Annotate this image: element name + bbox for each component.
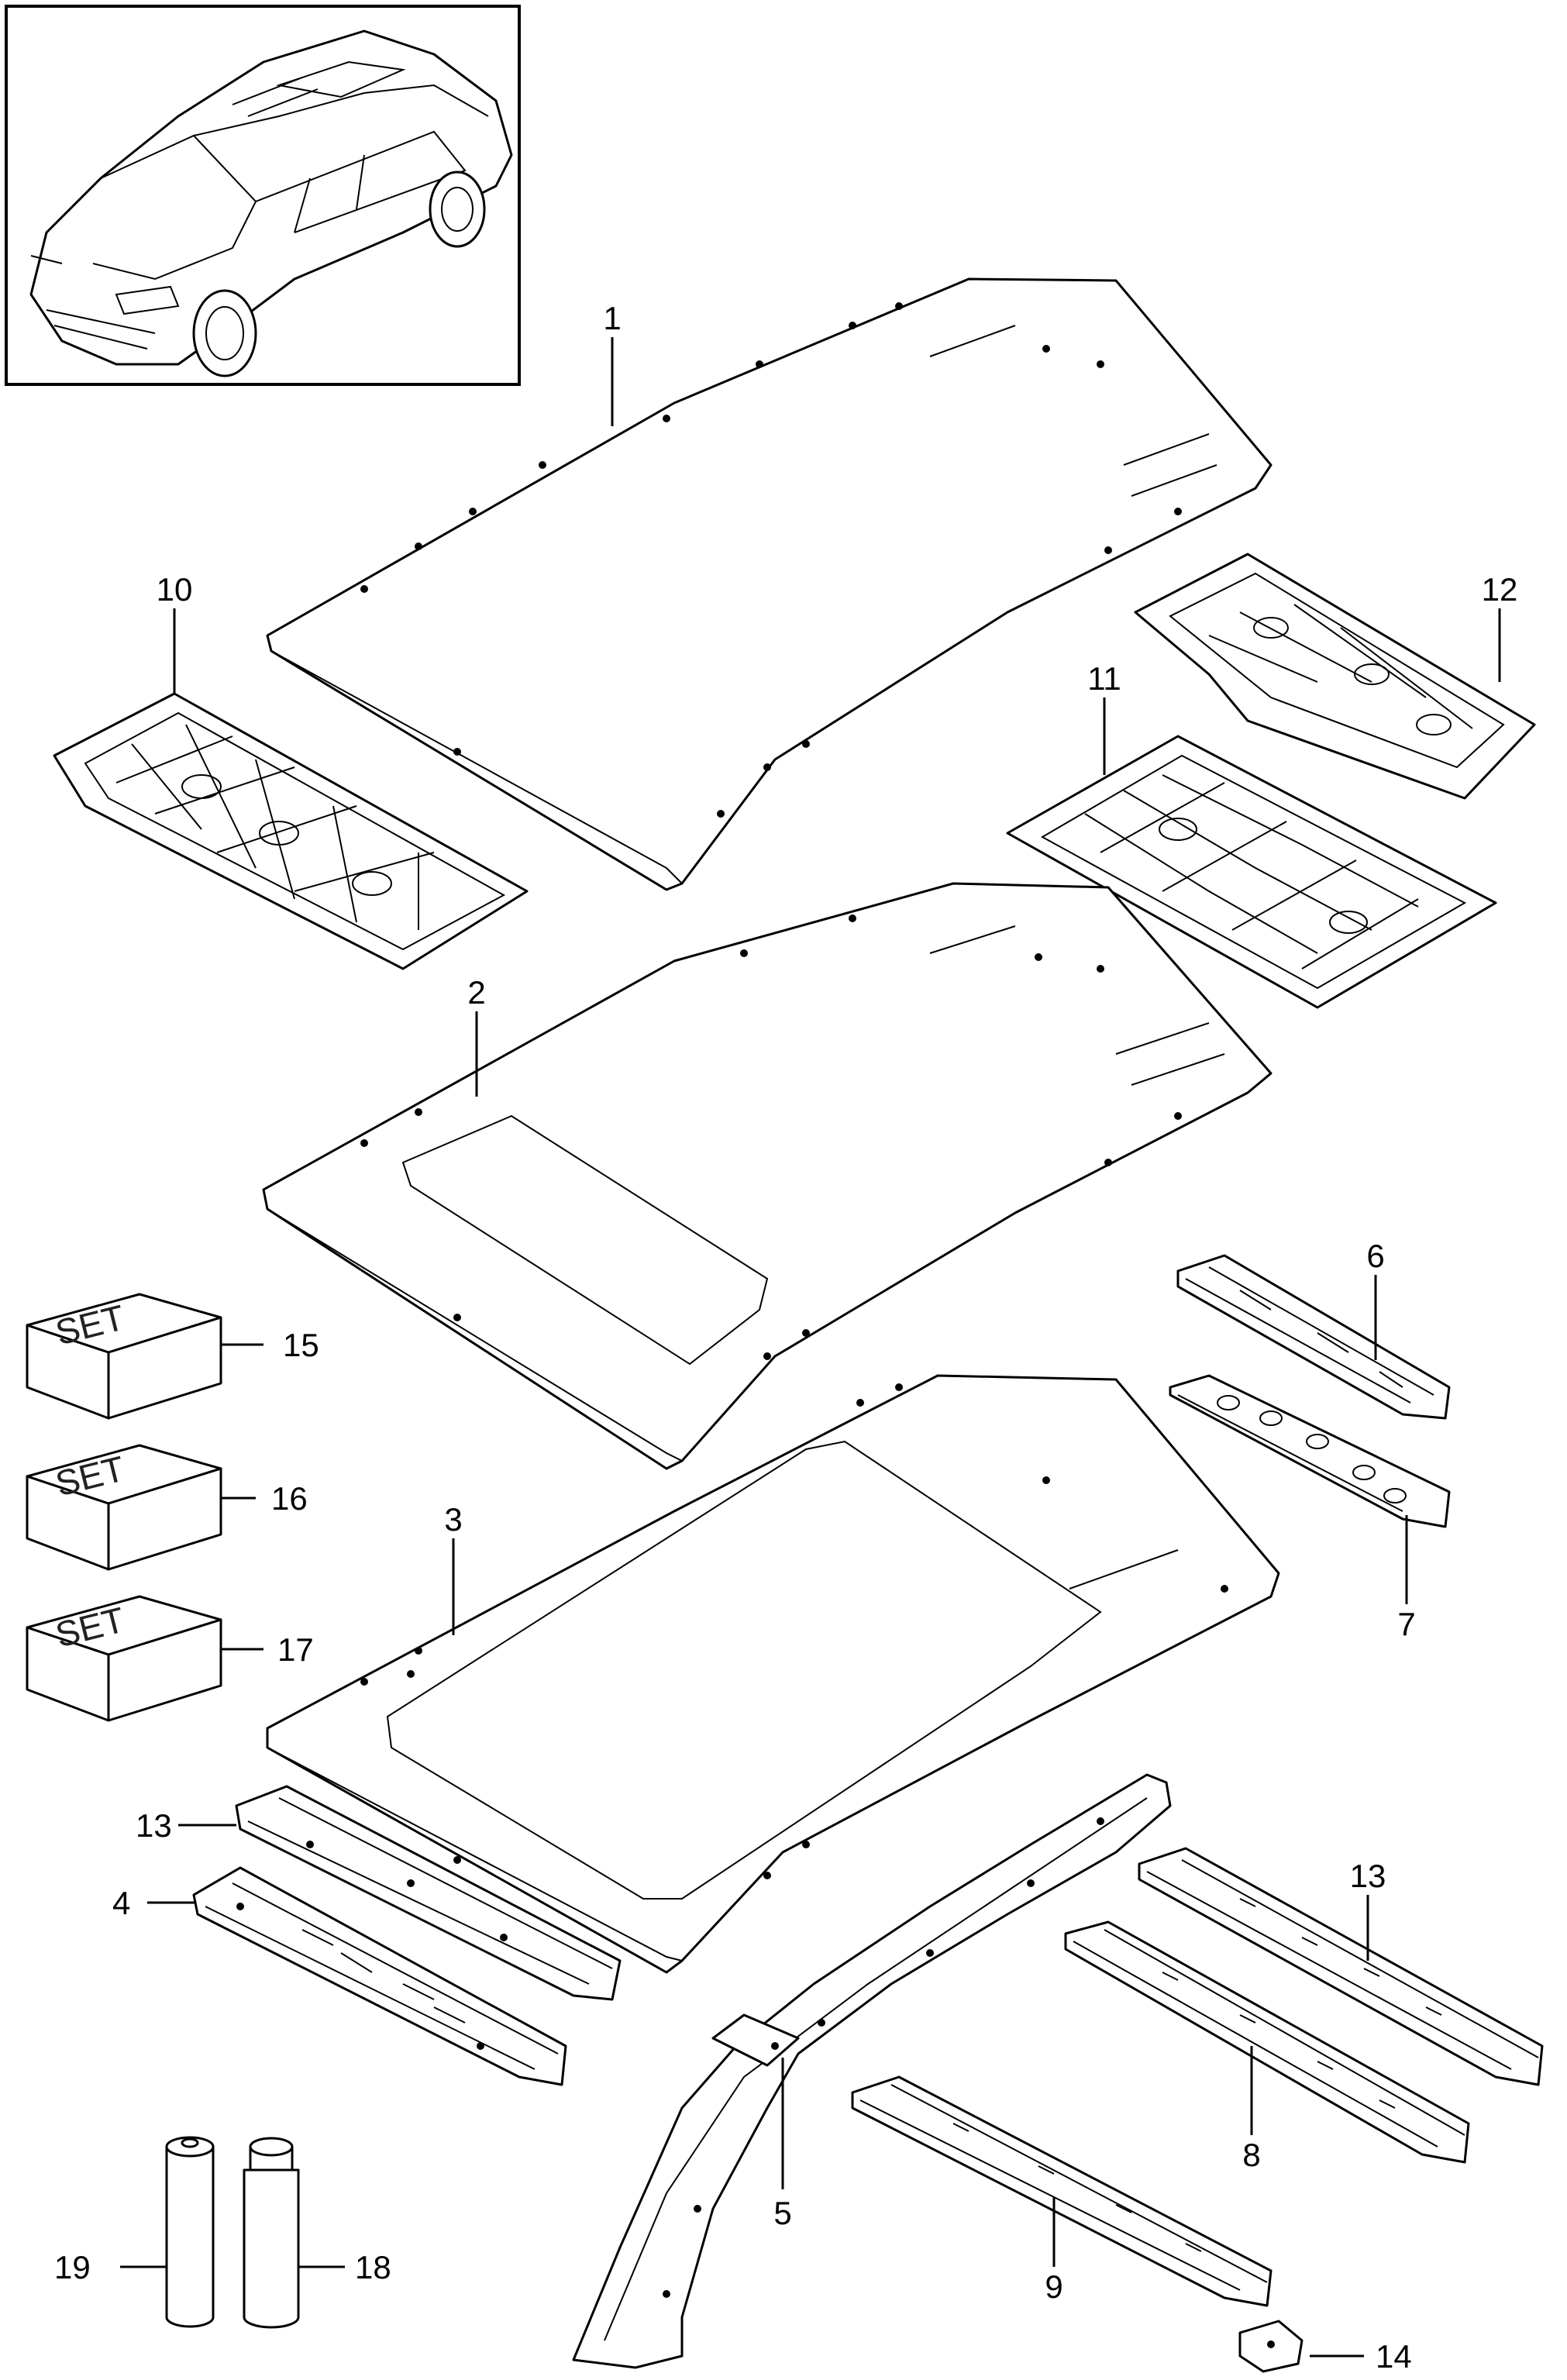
callout-9: 9 bbox=[1045, 2268, 1062, 2305]
set-box-15: SET bbox=[26, 1293, 222, 1420]
part-1-clip-dots bbox=[360, 302, 1182, 818]
callout-1: 1 bbox=[603, 300, 621, 336]
callout-7: 7 bbox=[1397, 1606, 1415, 1642]
part-13-roof-rail-reinforcement bbox=[1138, 1847, 1544, 2086]
part-13-front-header-reinforcement bbox=[235, 1785, 622, 2001]
part-5-side-roof-frame bbox=[572, 1773, 1172, 2369]
part-7-roof-cross-member bbox=[1169, 1374, 1451, 1528]
callout-15: 15 bbox=[283, 1327, 319, 1363]
part-12-insulation-mat bbox=[1134, 553, 1536, 800]
part-14-bracket bbox=[1238, 2320, 1304, 2373]
callout-6: 6 bbox=[1366, 1238, 1384, 1274]
callout-5: 5 bbox=[773, 2195, 791, 2231]
callout-8: 8 bbox=[1242, 2137, 1260, 2173]
callout-11: 11 bbox=[1087, 660, 1121, 697]
callout-13-right: 13 bbox=[1350, 1858, 1386, 1894]
part-3-roof-panel-panorama bbox=[266, 1374, 1280, 1974]
callout-13-left: 13 bbox=[136, 1807, 172, 1844]
part-19-sealant-cartridge bbox=[165, 2136, 215, 2328]
callout-14: 14 bbox=[1376, 2338, 1412, 2375]
part-6-roof-cross-member bbox=[1176, 1254, 1451, 1420]
vehicle-illustration bbox=[29, 29, 513, 377]
callout-17: 17 bbox=[277, 1631, 314, 1668]
part-1-roof-panel bbox=[266, 277, 1273, 891]
part-10-insulation-mat bbox=[53, 692, 529, 970]
vehicle-inset bbox=[5, 5, 521, 386]
callout-18: 18 bbox=[355, 2249, 391, 2285]
part-18-adhesive-can bbox=[243, 2137, 300, 2329]
part-9-roof-bow bbox=[851, 2075, 1273, 2307]
callout-leaders bbox=[120, 337, 1501, 2358]
part-2-roof-panel-sunroof bbox=[262, 882, 1273, 1470]
set-box-17: SET bbox=[26, 1595, 222, 1722]
callout-19: 19 bbox=[54, 2249, 91, 2285]
part-4-front-roof-header bbox=[192, 1866, 567, 2086]
part-8-roof-bow bbox=[1064, 1920, 1470, 2164]
callout-4: 4 bbox=[112, 1885, 130, 1921]
callout-3: 3 bbox=[444, 1501, 462, 1538]
part-11-insulation-mat bbox=[1006, 735, 1497, 1009]
callout-12: 12 bbox=[1482, 571, 1518, 608]
callout-labels: 1 10 12 11 2 6 7 15 16 17 3 13 4 5 13 8 … bbox=[54, 300, 1517, 2375]
callout-2: 2 bbox=[467, 974, 485, 1011]
callout-16: 16 bbox=[271, 1480, 308, 1517]
set-box-16: SET bbox=[26, 1444, 222, 1571]
callout-10: 10 bbox=[157, 571, 193, 608]
